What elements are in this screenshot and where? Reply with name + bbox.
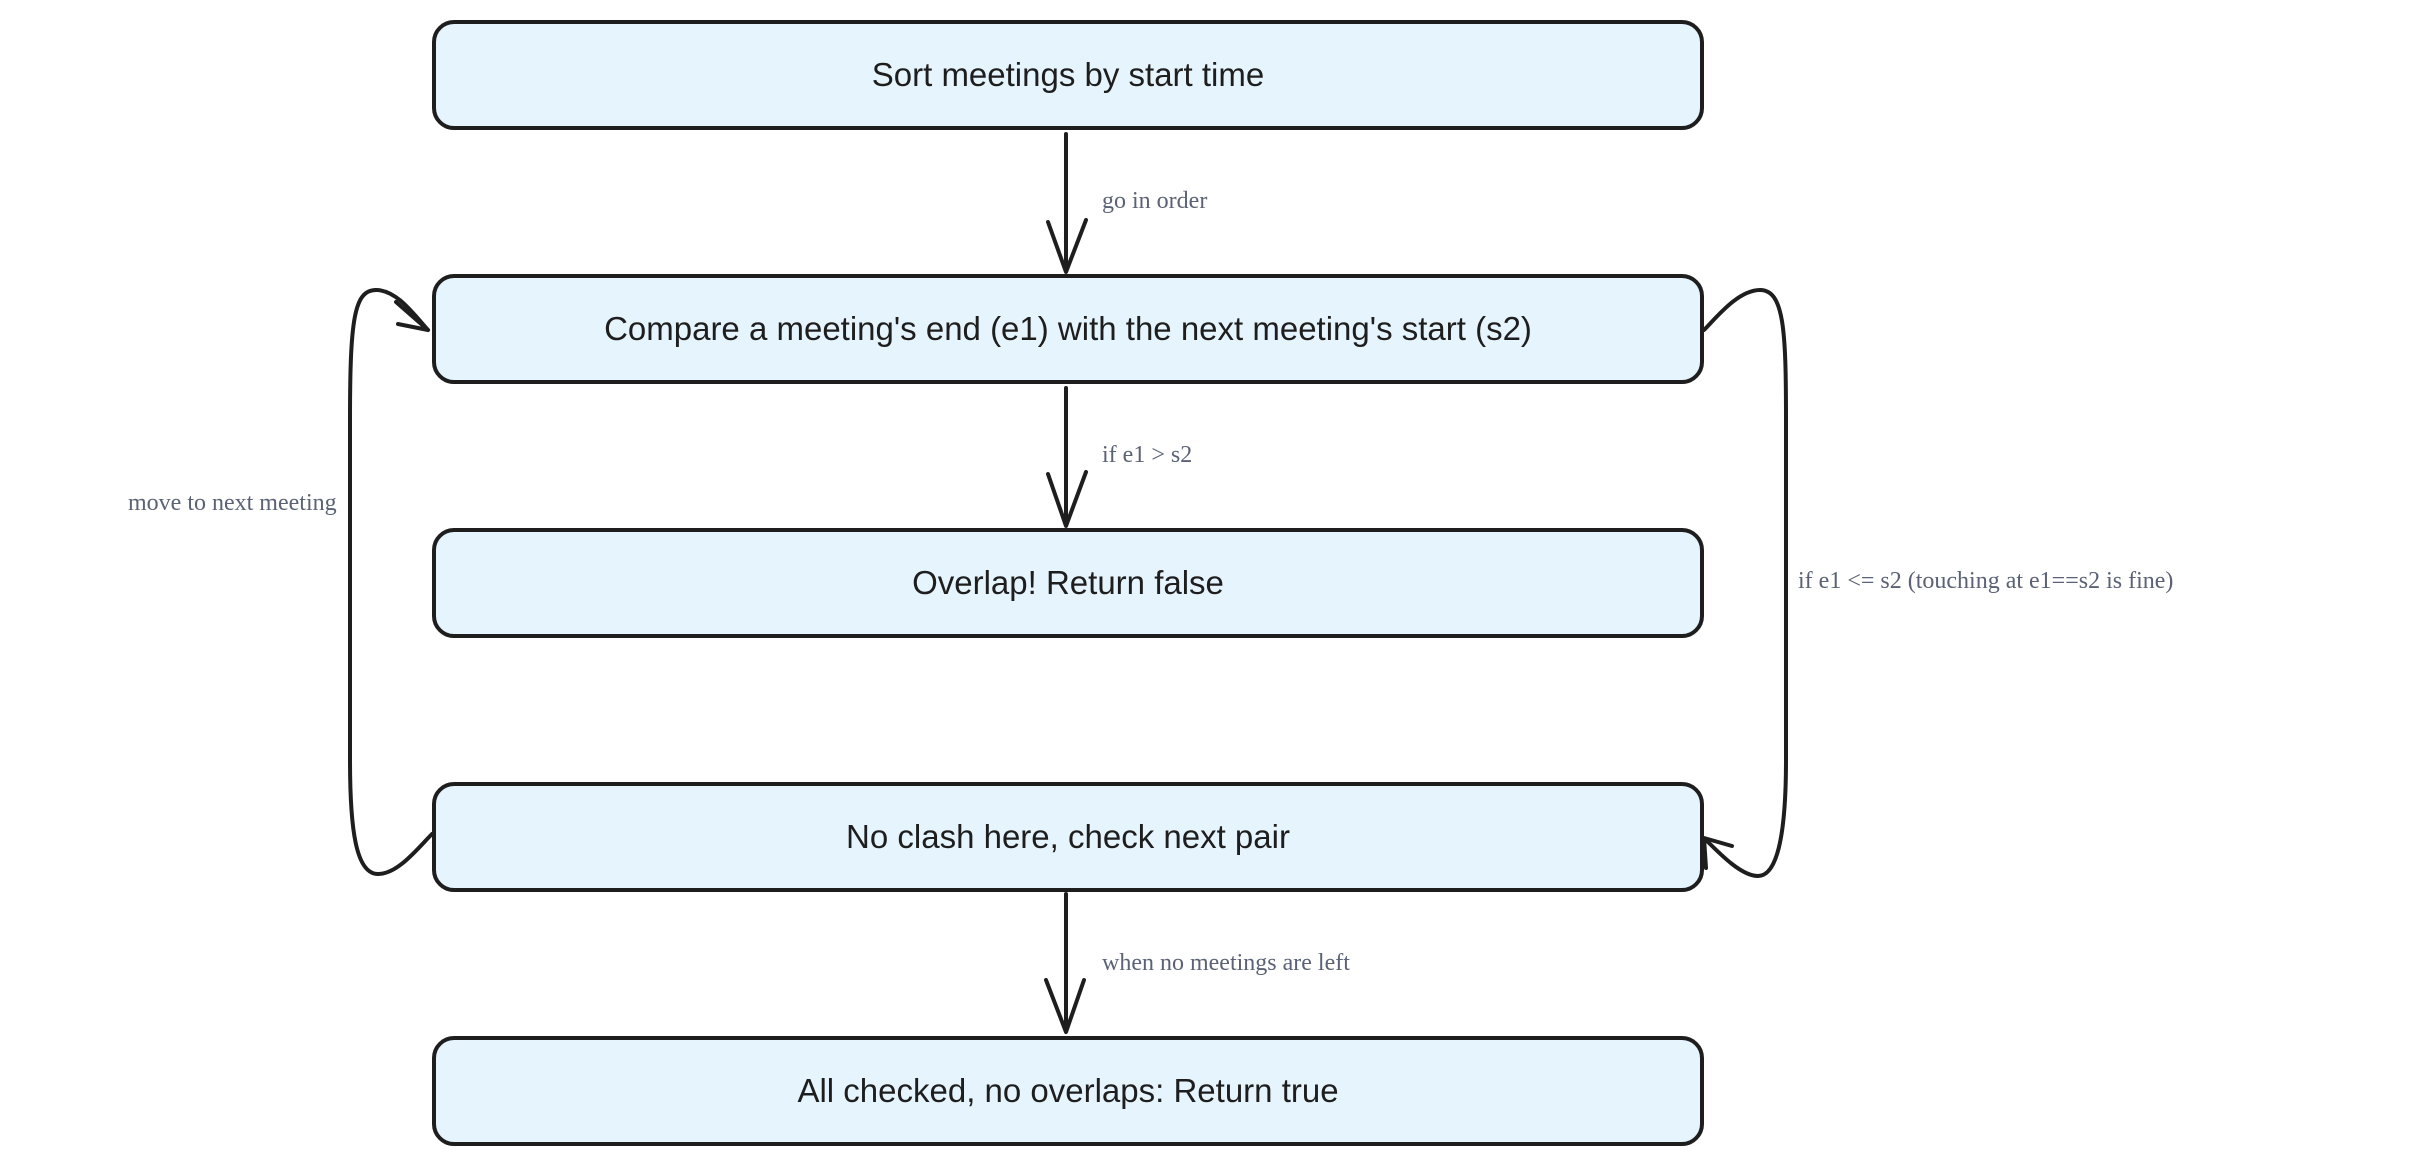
node-all-checked-label: All checked, no overlaps: Return true — [797, 1072, 1339, 1109]
node-compare[interactable]: Compare a meeting's end (e1) with the ne… — [432, 274, 1704, 384]
edge-label-no-clash-condition: if e1 <= s2 (touching at e1==s2 is fine) — [1798, 568, 2174, 594]
arrowhead-no-clash-to-compare — [394, 300, 430, 332]
node-overlap-label: Overlap! Return false — [912, 564, 1224, 601]
node-overlap[interactable]: Overlap! Return false — [432, 528, 1704, 638]
arrow-no-clash-to-compare — [348, 288, 434, 876]
edge-label-go-in-order: go in order — [1102, 188, 1208, 214]
arrowhead-sort-to-compare — [1046, 218, 1088, 274]
node-compare-label: Compare a meeting's end (e1) with the ne… — [604, 310, 1532, 347]
arrowhead-compare-to-no-clash — [1702, 836, 1734, 870]
node-sort-meetings[interactable]: Sort meetings by start time — [432, 20, 1704, 130]
arrowhead-compare-to-overlap — [1046, 470, 1088, 528]
edge-label-no-meetings-left: when no meetings are left — [1102, 950, 1350, 976]
node-all-checked[interactable]: All checked, no overlaps: Return true — [432, 1036, 1704, 1146]
arrowhead-no-clash-to-all-checked — [1044, 978, 1086, 1034]
node-no-clash-label: No clash here, check next pair — [846, 818, 1290, 855]
edge-label-move-to-next: move to next meeting — [128, 490, 337, 516]
edge-label-overlap-condition: if e1 > s2 — [1102, 442, 1193, 468]
node-no-clash[interactable]: No clash here, check next pair — [432, 782, 1704, 892]
arrow-compare-to-no-clash — [1702, 288, 1788, 878]
node-sort-meetings-label: Sort meetings by start time — [871, 56, 1265, 93]
